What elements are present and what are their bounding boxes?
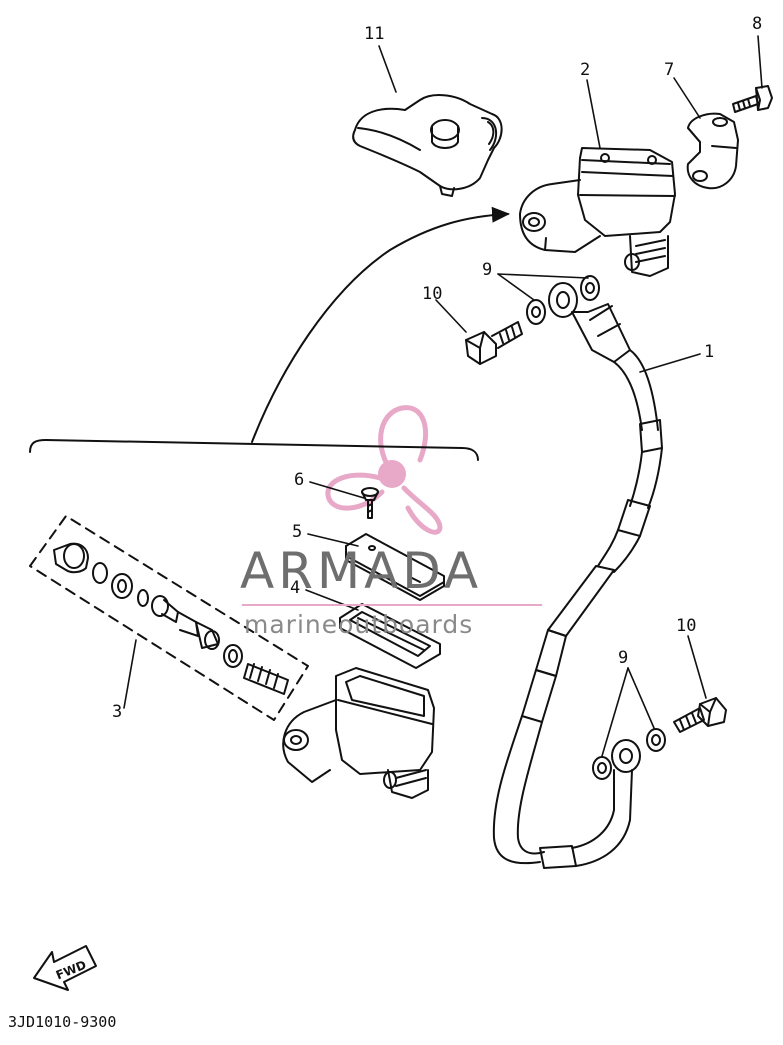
part-10-lower-union-bolt [673,697,727,733]
callout-5: 5 [292,522,303,542]
part-9-upper-washers [526,275,600,325]
part-1-brake-hose [492,282,663,869]
fwd-arrow-icon [33,945,97,991]
leader-lines [123,35,763,757]
callout-7: 7 [664,60,675,80]
part-2-master-cylinder [519,147,676,277]
part-5-reservoir-cap [345,533,445,601]
callout-10-upper: 10 [422,284,443,304]
part-8-bolt [732,85,773,113]
diagram-code: 3JD1010-9300 [8,1013,117,1031]
watermark-title: ARMADA [240,542,483,600]
callout-10-lower: 10 [676,616,697,636]
callout-9-upper: 9 [482,260,493,280]
callout-1: 1 [704,342,715,362]
part-6-screw [361,487,379,519]
callout-11: 11 [364,24,385,44]
callout-4: 4 [290,578,301,598]
callout-3: 3 [112,702,123,722]
part-3-master-cylinder-kit [29,515,309,721]
part-11-switch-housing [352,94,503,197]
watermark-propeller-icon [325,405,443,535]
watermark-subtitle: marineoutboards [244,610,474,639]
callout-2: 2 [580,60,591,80]
part-10-upper-union-bolt [465,321,523,365]
part-7-holder-bracket [686,112,739,190]
exploded-view-bracket [29,206,510,461]
lower-master-cylinder-body [282,667,435,799]
callout-9-lower: 9 [618,648,629,668]
callout-6: 6 [294,470,305,490]
part-9-lower-washers [592,728,666,780]
watermark-rule [242,604,542,606]
callout-8: 8 [752,14,763,34]
